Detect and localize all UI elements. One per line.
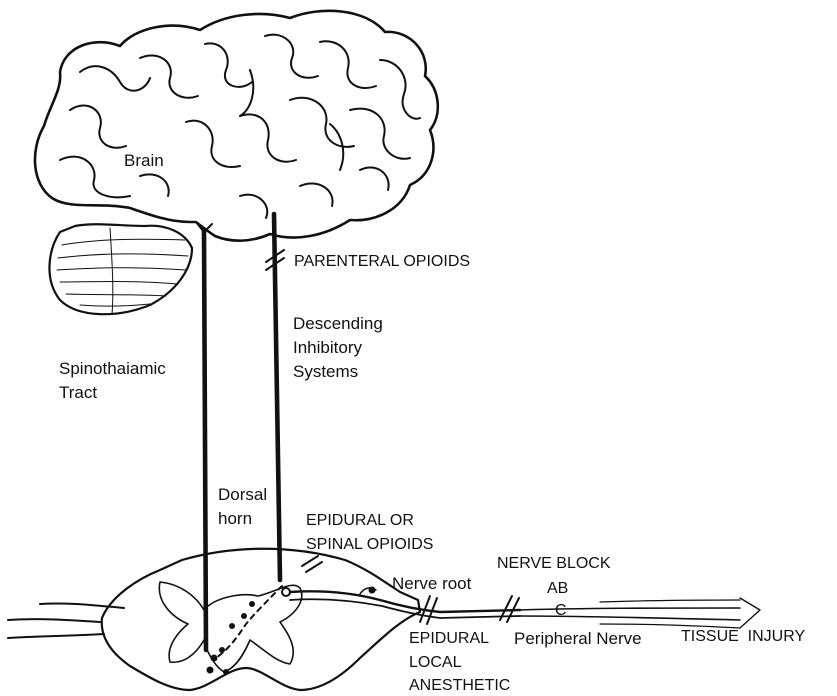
descending-label-line3: Systems <box>293 361 358 382</box>
ab-fiber-label: AB <box>547 578 568 599</box>
spinal-cord-cross-section <box>8 549 420 690</box>
c-fiber-label: C <box>555 600 567 621</box>
brain-label: Brain <box>124 150 164 171</box>
nerve-root-label: Nerve root <box>392 573 471 594</box>
epidural-opioids-label-line2: SPINAL OPIOIDS <box>306 534 433 555</box>
epidural-opioids-label-line1: EPIDURAL OR <box>306 510 414 531</box>
spinal-opioid-break-marker <box>302 556 322 572</box>
descending-label-line2: Inhibitory <box>293 337 362 358</box>
cerebellum-illustration <box>49 224 192 314</box>
epidural-local-label-line2: LOCAL <box>409 652 461 673</box>
dorsal-horn-label-line2: horn <box>218 508 252 529</box>
peripheral-nerve-fibers <box>290 588 760 629</box>
dorsal-horn-label-line1: Dorsal <box>218 484 267 505</box>
spinothalamic-tract <box>204 230 206 650</box>
nerve-block-label: NERVE BLOCK <box>497 553 611 574</box>
epidural-local-label-line3: ANESTHETIC <box>409 675 510 696</box>
descending-inhibitory-pathway <box>274 214 280 580</box>
spinothalamic-label-line1: Spinothaiamic <box>59 358 166 379</box>
peripheral-nerve-label: Peripheral Nerve <box>514 628 642 649</box>
brain-illustration <box>35 11 438 241</box>
spinothalamic-label-line2: Tract <box>59 382 97 403</box>
descending-label-line1: Descending <box>293 313 383 334</box>
tissue-injury-label: TISSUE INJURY <box>681 626 805 647</box>
parenteral-opioids-label: PARENTERAL OPIOIDS <box>294 251 470 272</box>
epidural-local-label-line1: EPIDURAL <box>409 628 489 649</box>
